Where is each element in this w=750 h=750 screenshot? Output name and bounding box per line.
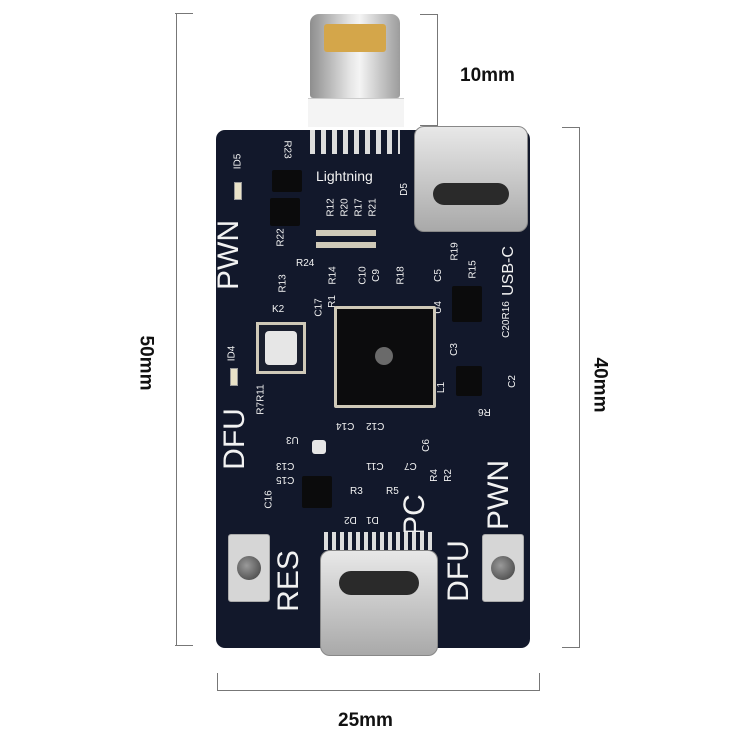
- label-c14: C14: [336, 420, 355, 431]
- led-id5: [234, 182, 242, 200]
- label-r19: R19: [449, 242, 461, 261]
- label-r5: R5: [386, 486, 399, 497]
- label-c20r16: C20R16: [500, 301, 512, 338]
- lightning-base: [308, 98, 404, 127]
- label-pc: PC: [397, 494, 431, 536]
- pcb-board: R23 ID5 Lightning D5 R22 R24 R13 R12 R20…: [212, 126, 530, 656]
- label-r14: R14: [327, 266, 339, 285]
- crystal-k2-body: [265, 331, 297, 365]
- res-button-cap[interactable]: [237, 556, 261, 580]
- dim-25mm-right-tick: [539, 673, 540, 691]
- label-r18: R18: [395, 266, 407, 285]
- label-l1: L1: [436, 381, 448, 394]
- dim-25mm-left-tick: [217, 673, 218, 691]
- label-c3: C3: [448, 343, 460, 356]
- label-d1: D1: [366, 514, 379, 525]
- label-c2: C2: [506, 375, 518, 388]
- dim-25mm-label: 25mm: [338, 710, 393, 731]
- dim-50mm-top-tick: [175, 13, 193, 14]
- top-usb-c-port: [414, 126, 528, 232]
- label-c9: C9: [370, 269, 382, 282]
- pwn-button[interactable]: [482, 534, 524, 602]
- label-r24: R24: [296, 258, 315, 269]
- label-lightning: Lightning: [316, 168, 373, 184]
- label-r13: R13: [277, 274, 289, 293]
- label-c13: C13: [276, 460, 295, 471]
- label-r20: R20: [339, 198, 351, 217]
- label-r12: R12: [325, 198, 337, 217]
- dim-40mm-label: 40mm: [589, 357, 611, 413]
- chip-u4: [452, 286, 482, 322]
- label-c5: C5: [432, 269, 444, 282]
- chip-q1: [272, 170, 302, 192]
- label-r6: R6: [478, 406, 491, 417]
- label-r23: R23: [281, 140, 293, 159]
- label-r17: R17: [353, 198, 365, 217]
- dim-50mm-line: [176, 13, 177, 646]
- dim-10mm-label: 10mm: [460, 65, 515, 86]
- bottom-usb-c-port: [320, 550, 438, 656]
- label-pwn-left: PWN: [212, 220, 245, 290]
- label-u3: U3: [286, 434, 299, 445]
- label-d5: D5: [398, 183, 410, 196]
- bottom-usb-c-opening: [339, 571, 419, 595]
- resistor-array-1: [316, 230, 376, 236]
- label-dfu-bottom: DFU: [441, 540, 475, 602]
- label-r3: R3: [350, 486, 363, 497]
- status-led: [312, 440, 326, 454]
- label-id4: ID4: [226, 345, 238, 362]
- label-res: RES: [271, 550, 305, 612]
- label-c10: C10: [357, 266, 369, 285]
- label-c17: C17: [313, 298, 325, 317]
- dim-25mm-line: [217, 690, 540, 691]
- label-dfu-left: DFU: [217, 408, 251, 470]
- dim-40mm-line: [579, 127, 580, 648]
- label-r7r11: R7R11: [255, 384, 267, 415]
- dim-40mm-top-tick: [562, 127, 580, 128]
- dim-10mm-top-tick: [420, 14, 438, 15]
- label-r4: R4: [428, 469, 440, 482]
- label-r15: R15: [467, 260, 479, 279]
- dim-50mm-label: 50mm: [135, 335, 157, 391]
- label-c15: C15: [276, 474, 295, 485]
- chip-q2: [270, 198, 300, 226]
- label-r2: R2: [442, 469, 454, 482]
- label-c7: C7: [404, 460, 417, 471]
- lightning-pin-pads: [310, 130, 400, 154]
- label-c11: C11: [366, 460, 384, 471]
- label-usb-c: USB-C: [499, 246, 517, 296]
- raspberry-pi-logo-icon: [375, 347, 393, 365]
- chip-u3: [302, 476, 332, 508]
- bottom-usb-c-pins: [324, 532, 432, 550]
- label-d2: D2: [344, 514, 357, 525]
- dim-10mm-line: [437, 14, 438, 126]
- label-pwn-right: PWN: [482, 460, 515, 530]
- res-button[interactable]: [228, 534, 270, 602]
- label-r21: R21: [367, 198, 379, 217]
- label-id5: ID5: [232, 153, 244, 170]
- resistor-array-2: [316, 242, 376, 248]
- lightning-contacts: [324, 24, 386, 52]
- lightning-connector: [308, 14, 404, 127]
- main-mcu-chip: [334, 306, 436, 408]
- pwn-button-cap[interactable]: [491, 556, 515, 580]
- label-c12: C12: [366, 420, 385, 431]
- chip-regulator: [456, 366, 482, 396]
- dim-40mm-bottom-tick: [562, 647, 580, 648]
- top-usb-c-opening: [433, 183, 509, 205]
- label-c6: C6: [420, 439, 432, 452]
- led-id4: [230, 368, 238, 386]
- label-k2: K2: [272, 304, 285, 315]
- label-c16: C16: [263, 490, 275, 509]
- crystal-k2: [256, 322, 306, 374]
- dim-10mm-bottom-tick: [420, 125, 438, 126]
- dim-50mm-bottom-tick: [175, 645, 193, 646]
- label-r22: R22: [275, 228, 287, 247]
